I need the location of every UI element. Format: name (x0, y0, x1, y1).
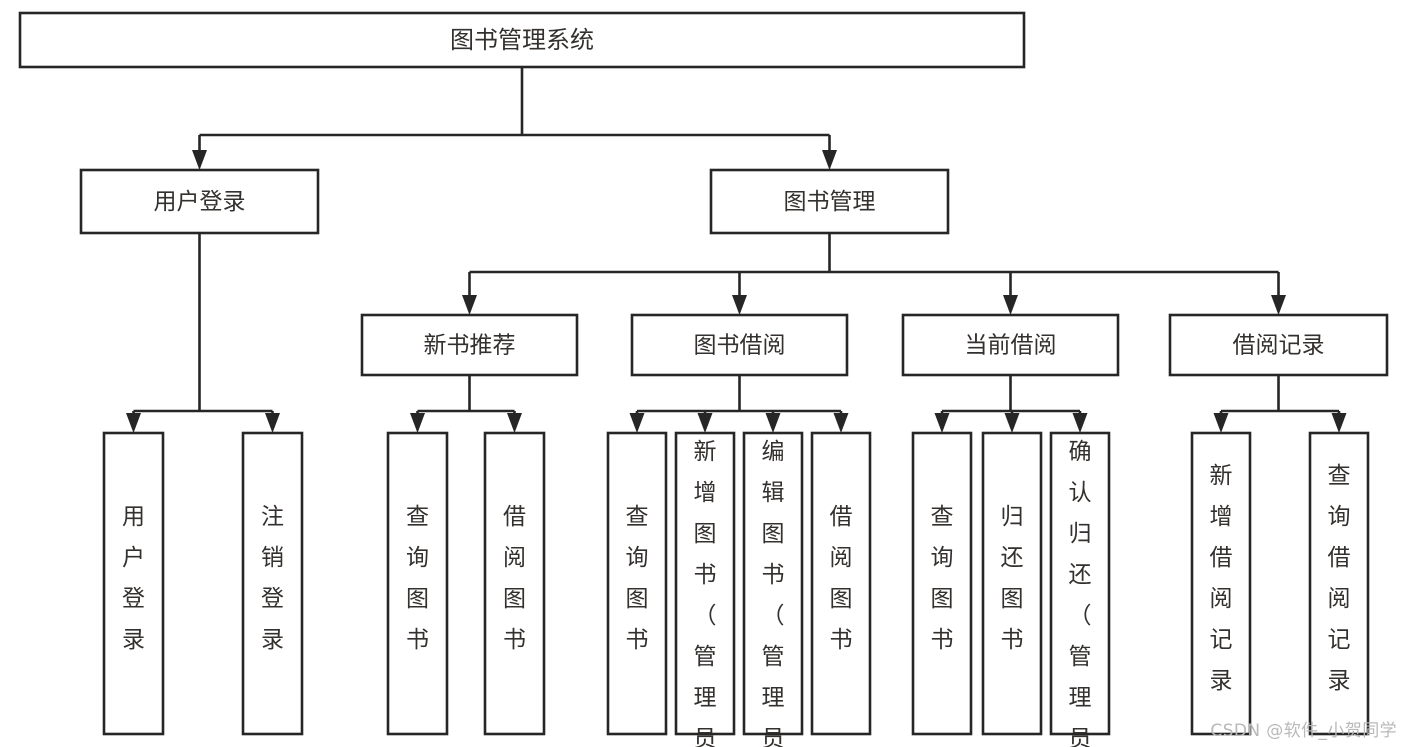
node-label-book-manage: 图书管理 (784, 189, 876, 215)
node-label-leaf-user-login: 用户登录 (122, 504, 145, 653)
node-book-borrow[interactable]: 图书借阅 (630, 313, 849, 377)
node-label-root: 图书管理系统 (450, 26, 594, 54)
node-box-leaf-confirm-return[interactable] (1049, 431, 1111, 736)
node-leaf-return-book[interactable]: 归还图书 (981, 431, 1043, 736)
node-box-user-login[interactable] (79, 168, 320, 235)
root-to-l2-0-arrowhead (192, 150, 207, 170)
node-label-leaf-query-record: 查询借阅记录 (1328, 463, 1351, 694)
bookborrow-to-leaf-2-arrowhead (765, 413, 781, 433)
userlogin-to-leaf-1-arrowhead (265, 413, 280, 433)
node-leaf-borrow-book-2[interactable]: 借阅图书 (810, 431, 872, 736)
node-label-leaf-confirm-return: 确认归还（管理员） (1069, 439, 1092, 747)
node-box-borrow-record[interactable] (1168, 313, 1389, 377)
node-leaf-query-book-3[interactable]: 查询图书 (911, 431, 973, 736)
node-box-leaf-user-login[interactable] (102, 431, 165, 736)
bookborrow-to-leaf-1-arrowhead (697, 413, 713, 433)
watermark-text: CSDN @软件_小贺同学 (1210, 721, 1397, 741)
node-box-leaf-borrow-book-2[interactable] (810, 431, 872, 736)
node-label-leaf-query-book-1: 查询图书 (406, 504, 429, 653)
bookborrow-to-leaf-3-arrowhead (833, 413, 849, 433)
node-label-book-borrow: 图书借阅 (694, 333, 786, 359)
bookmanage-to-l3-1-arrowhead (732, 295, 747, 315)
borrowrecord-to-leaf-0-arrowhead (1213, 413, 1229, 433)
node-label-leaf-borrow-book-1: 借阅图书 (503, 504, 526, 653)
node-label-new-book-recommend: 新书推荐 (424, 333, 516, 359)
node-box-leaf-query-book-3[interactable] (911, 431, 973, 736)
bookmanage-to-l3-2-arrowhead (1003, 295, 1018, 315)
userlogin-to-leaf-0-arrowhead (126, 413, 141, 433)
bookmanage-to-l3-3-arrowhead (1271, 295, 1286, 315)
node-label-leaf-add-record: 新增借阅记录 (1210, 463, 1233, 694)
node-box-leaf-return-book[interactable] (981, 431, 1043, 736)
node-leaf-add-record[interactable]: 新增借阅记录 (1190, 431, 1252, 736)
borrowrecord-to-leaf-1-arrowhead (1331, 413, 1347, 433)
node-box-leaf-query-record[interactable] (1308, 431, 1370, 736)
currentborrow-to-leaf-2-arrowhead (1072, 413, 1088, 433)
root-to-l2-1-arrowhead (822, 150, 837, 170)
node-book-manage[interactable]: 图书管理 (709, 168, 950, 235)
node-box-leaf-add-record[interactable] (1190, 431, 1252, 736)
node-box-leaf-edit-book[interactable] (742, 431, 804, 736)
node-boxes: 图书管理系统用户登录图书管理新书推荐图书借阅当前借阅借阅记录用户登录注销登录查询… (18, 11, 1389, 747)
node-leaf-confirm-return[interactable]: 确认归还（管理员） (1049, 431, 1111, 747)
node-label-leaf-query-book-3: 查询图书 (931, 504, 954, 653)
node-box-book-manage[interactable] (709, 168, 950, 235)
currentborrow-to-leaf-1-arrowhead (1004, 413, 1020, 433)
node-leaf-borrow-book-1[interactable]: 借阅图书 (483, 431, 546, 736)
newbook-to-leaf-0-arrowhead (410, 413, 425, 433)
node-leaf-query-book-1[interactable]: 查询图书 (386, 431, 449, 736)
node-label-leaf-user-logout: 注销登录 (261, 504, 284, 653)
connector-lines (126, 67, 1347, 433)
node-new-book-recommend[interactable]: 新书推荐 (360, 313, 579, 377)
node-leaf-edit-book[interactable]: 编辑图书（管理员） (742, 431, 804, 747)
node-leaf-user-logout[interactable]: 注销登录 (241, 431, 304, 736)
node-leaf-user-login[interactable]: 用户登录 (102, 431, 165, 736)
node-label-current-borrow: 当前借阅 (965, 333, 1057, 359)
node-label-leaf-return-book: 归还图书 (1001, 504, 1024, 653)
node-user-login[interactable]: 用户登录 (79, 168, 320, 235)
node-leaf-query-book-2[interactable]: 查询图书 (606, 431, 668, 736)
bookmanage-to-l3-0-arrowhead (462, 295, 477, 315)
node-box-leaf-query-book-1[interactable] (386, 431, 449, 736)
node-box-root[interactable] (18, 11, 1026, 69)
node-label-borrow-record: 借阅记录 (1233, 333, 1325, 359)
node-box-current-borrow[interactable] (901, 313, 1120, 377)
node-box-leaf-query-book-2[interactable] (606, 431, 668, 736)
bookborrow-to-leaf-0-arrowhead (629, 413, 645, 433)
newbook-to-leaf-1-arrowhead (507, 413, 522, 433)
node-current-borrow[interactable]: 当前借阅 (901, 313, 1120, 377)
node-box-leaf-user-logout[interactable] (241, 431, 304, 736)
node-box-book-borrow[interactable] (630, 313, 849, 377)
node-leaf-add-book[interactable]: 新增图书（管理员） (674, 431, 736, 747)
node-leaf-query-record[interactable]: 查询借阅记录 (1308, 431, 1370, 736)
node-root[interactable]: 图书管理系统 (18, 11, 1026, 69)
node-label-leaf-query-book-2: 查询图书 (626, 504, 649, 653)
node-label-leaf-borrow-book-2: 借阅图书 (830, 504, 853, 653)
node-borrow-record[interactable]: 借阅记录 (1168, 313, 1389, 377)
node-label-leaf-edit-book: 编辑图书（管理员） (762, 439, 785, 747)
node-box-new-book-recommend[interactable] (360, 313, 579, 377)
currentborrow-to-leaf-0-arrowhead (934, 413, 950, 433)
node-label-user-login: 用户登录 (154, 189, 246, 215)
node-box-leaf-add-book[interactable] (674, 431, 736, 736)
node-label-leaf-add-book: 新增图书（管理员） (694, 439, 717, 747)
node-box-leaf-borrow-book-1[interactable] (483, 431, 546, 736)
